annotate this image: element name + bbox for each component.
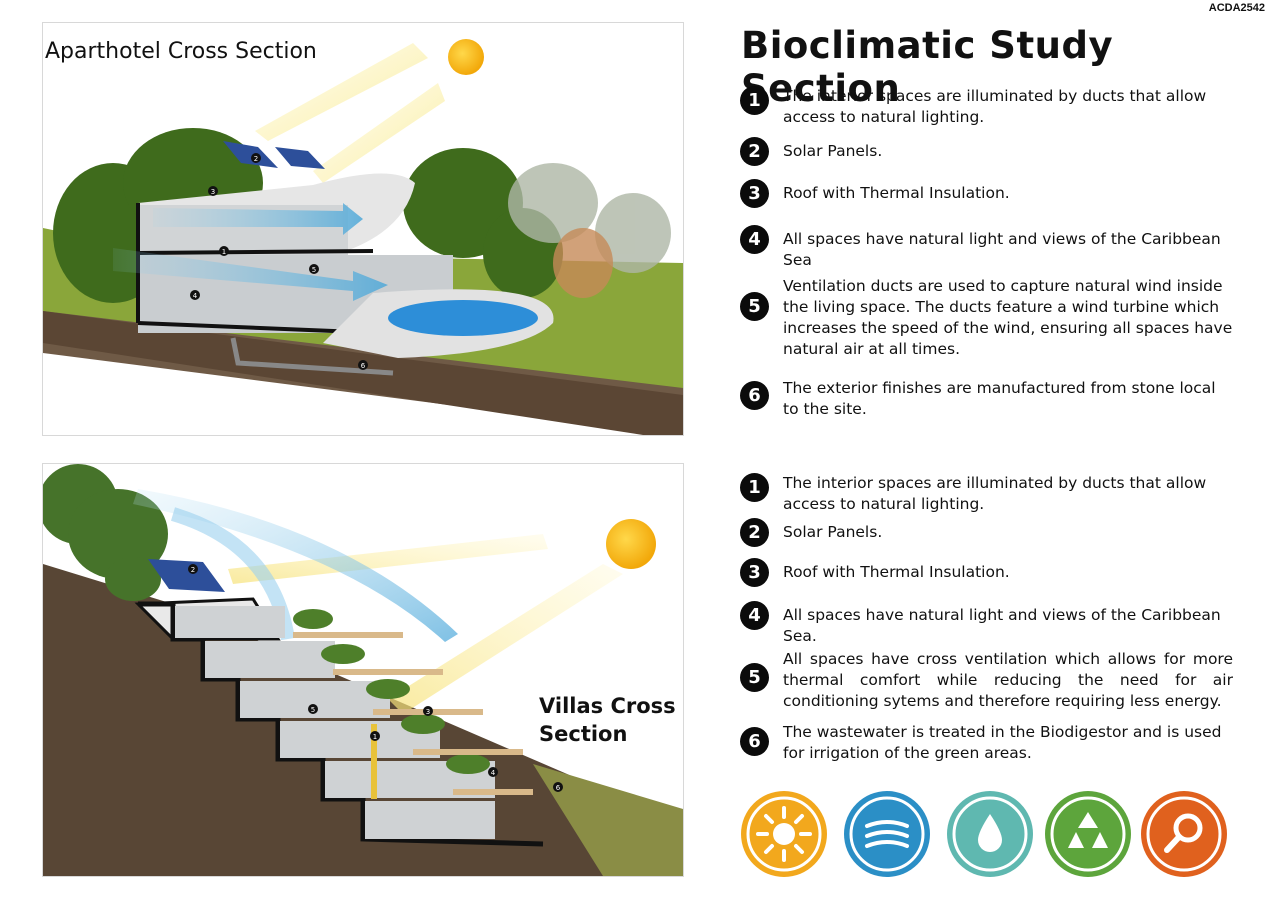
svg-text:4: 4 (491, 769, 496, 777)
item-number: 2 (740, 518, 769, 547)
villas-title-line1: Villas Cross (539, 694, 676, 718)
svg-text:6: 6 (361, 362, 366, 370)
item-number: 5 (740, 663, 769, 692)
item-number: 6 (740, 727, 769, 756)
item-number: 1 (740, 86, 769, 115)
item-text: The interior spaces are illuminated by d… (783, 87, 1207, 126)
marker-4: 4 (190, 290, 200, 300)
villas-title-line2: Section (539, 722, 628, 746)
item-text: Roof with Thermal Insulation. (783, 563, 1010, 581)
item-number: 6 (740, 381, 769, 410)
svg-text:1: 1 (373, 733, 377, 741)
marker-4: 4 (488, 767, 498, 777)
item-number: 4 (740, 225, 769, 254)
sun-badge (740, 790, 828, 878)
item-text: All spaces have natural light and views … (783, 230, 1221, 269)
item-number: 3 (740, 558, 769, 587)
wind-icon (844, 791, 930, 877)
svg-text:3: 3 (426, 708, 430, 716)
water-drop-icon (947, 791, 1033, 877)
sun-icon (741, 791, 827, 877)
marker-3: 3 (208, 186, 218, 196)
item-text: The wastewater is treated in the Biodige… (783, 723, 1222, 762)
aparthotel-title: Aparthotel Cross Section (45, 39, 317, 64)
svg-text:3: 3 (211, 188, 215, 196)
marker-1: 1 (219, 246, 229, 256)
svg-text:1: 1 (222, 248, 226, 256)
item-text: Solar Panels. (783, 142, 883, 160)
item-number: 5 (740, 292, 769, 321)
svg-text:5: 5 (311, 706, 315, 714)
item-text: All spaces have natural light and views … (783, 606, 1221, 645)
villas-section-illustration: 2 5 3 1 4 6 Villas Cross Section (42, 463, 684, 877)
svg-text:2: 2 (191, 566, 195, 574)
item-text: Solar Panels. (783, 523, 883, 541)
marker-5: 5 (308, 704, 318, 714)
page-title: Bioclimatic Study Section (741, 24, 1114, 110)
sun-icon (606, 519, 656, 569)
marker-5: 5 (309, 264, 319, 274)
marker-2: 2 (188, 564, 198, 574)
search-badge (1140, 790, 1228, 878)
marker-6: 6 (553, 782, 563, 792)
item-text: The interior spaces are illuminated by d… (783, 474, 1207, 513)
item-number: 3 (740, 179, 769, 208)
recycle-icon (1045, 791, 1131, 877)
svg-text:5: 5 (312, 266, 316, 274)
marker-6: 6 (358, 360, 368, 370)
item-text: Ventilation ducts are used to capture na… (783, 277, 1233, 358)
search-icon (1141, 791, 1227, 877)
villas-title: Villas Cross Section (539, 692, 679, 748)
recycle-badge (1044, 790, 1132, 878)
badges-row (740, 790, 1228, 880)
marker-2: 2 (251, 153, 261, 163)
wind-badge (843, 790, 931, 878)
svg-text:2: 2 (254, 155, 258, 163)
item-number: 4 (740, 601, 769, 630)
item-number: 2 (740, 137, 769, 166)
item-text: All spaces have cross ventilation which … (783, 650, 1233, 710)
svg-text:6: 6 (556, 784, 561, 792)
marker-1: 1 (370, 731, 380, 741)
item-text: Roof with Thermal Insulation. (783, 184, 1010, 202)
marker-3: 3 (423, 706, 433, 716)
water-badge (946, 790, 1034, 878)
svg-text:4: 4 (193, 292, 198, 300)
item-text: The exterior finishes are manufactured f… (783, 379, 1216, 418)
sheet-code: ACDA2542 (1208, 2, 1265, 14)
item-number: 1 (740, 473, 769, 502)
sun-icon (448, 39, 484, 75)
aparthotel-section-illustration: 3 2 1 5 4 6 Aparthotel Cross Section (42, 22, 684, 436)
